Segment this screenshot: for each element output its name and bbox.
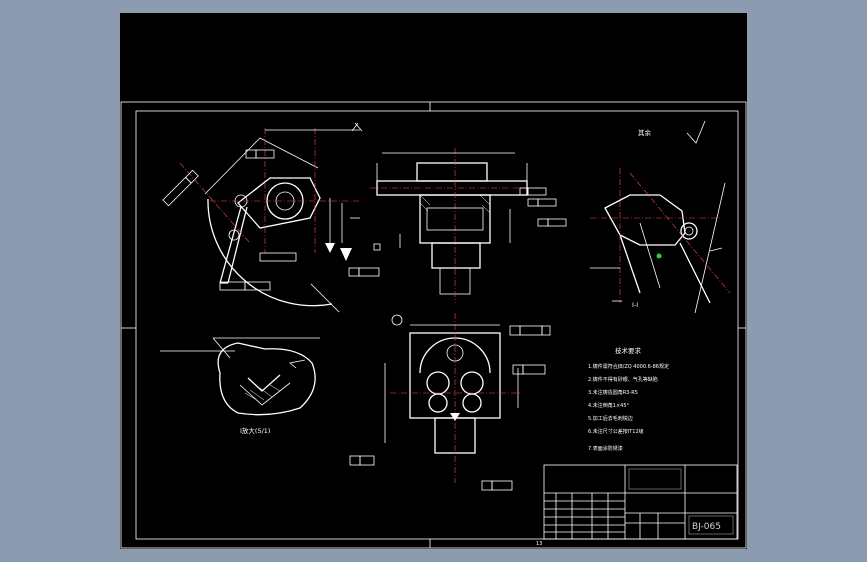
drawing-canvas: 技术要求 1.铸件需符合JB/ZQ 4000.6-86规定 2.铸件不得有砂眼、…	[120, 101, 747, 549]
view-left-arm	[162, 122, 380, 313]
cad-viewport[interactable]: 技术要求 1.铸件需符合JB/ZQ 4000.6-86规定 2.铸件不得有砂眼、…	[120, 13, 747, 549]
datum-triangle-icon	[340, 248, 352, 261]
title-block	[543, 464, 738, 540]
note-item: 2.铸件不得有砂眼、气孔等缺陷	[588, 376, 658, 383]
drawing-number: BJ-065	[692, 522, 721, 532]
sheet-inner-frame	[135, 110, 739, 540]
datum-marker-icon	[656, 253, 662, 259]
view-detail-enlarged	[160, 337, 320, 416]
view-section-right	[590, 120, 731, 314]
note-item: 3.未注铸造圆角R3-R5	[588, 389, 638, 396]
note-item: 6.未注尺寸公差按IT12级	[588, 428, 644, 435]
sheet-outer-frame	[120, 101, 747, 549]
section-label: Ⅰ-Ⅰ	[632, 301, 638, 309]
note-item: 5.加工后去毛刺锐边	[588, 415, 633, 422]
view-top-middle	[370, 148, 567, 303]
note-item: 1.铸件需符合JB/ZQ 4000.6-86规定	[588, 363, 669, 370]
detail-view-label: Ⅰ放大(5/1)	[240, 426, 270, 435]
notes-title: 技术要求	[615, 346, 642, 355]
note-item: 4.未注倒角1×45°	[588, 402, 630, 409]
surface-rest-label: 其余	[638, 128, 652, 137]
view-bottom-middle	[349, 313, 551, 491]
sheet-number: 13	[536, 541, 542, 547]
surface-finish-icon	[686, 120, 706, 144]
note-item: 7.表面涂防锈漆	[588, 445, 623, 452]
